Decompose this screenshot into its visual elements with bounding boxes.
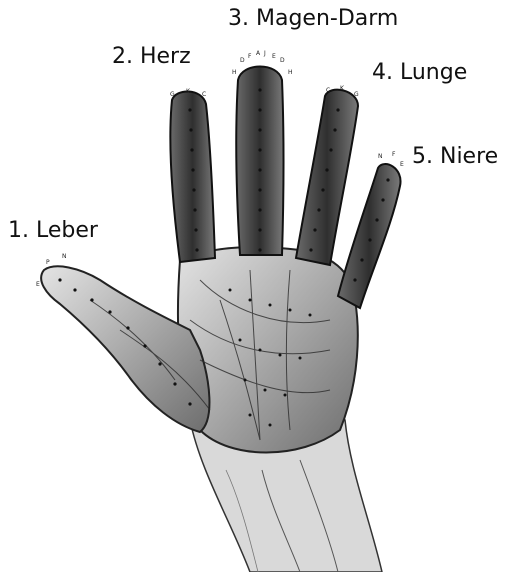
point-letter: E <box>400 161 404 168</box>
point-letter: J <box>263 50 266 57</box>
little-finger <box>338 164 401 308</box>
middle-finger <box>236 67 283 256</box>
label-lunge: 4. Lunge <box>372 62 467 84</box>
point-letter: G <box>170 91 175 98</box>
label-herz: 2. Herz <box>112 46 191 68</box>
point-letter: D <box>280 57 285 64</box>
point-letter: F <box>392 151 396 158</box>
point-letter: N <box>62 253 67 260</box>
point-letter: H <box>288 69 293 76</box>
point-letter: P <box>46 259 50 266</box>
label-niere: 5. Niere <box>412 146 498 168</box>
index-finger <box>170 91 215 262</box>
point-letter: E <box>36 281 40 288</box>
ring-finger <box>296 90 358 265</box>
point-letter: F <box>248 53 252 60</box>
point-letter: N <box>378 153 383 160</box>
point-letter: A <box>256 50 261 57</box>
label-magen-darm: 3. Magen-Darm <box>228 8 398 30</box>
point-letter: G <box>354 91 359 98</box>
point-letter: E <box>272 53 276 60</box>
point-letter: D <box>240 57 245 64</box>
point-letter: C <box>202 91 206 98</box>
label-leber: 1. Leber <box>8 220 98 242</box>
point-letter: H <box>232 69 237 76</box>
point-letter: C <box>326 87 330 94</box>
